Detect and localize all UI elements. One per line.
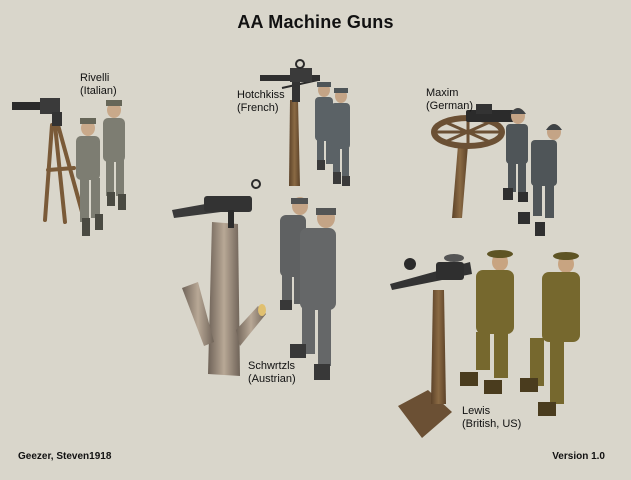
label-lewis-origin: (British, US) <box>462 418 522 430</box>
label-maxim-origin: (German) <box>426 100 474 112</box>
label-hotchkiss: Hotchkiss (French) <box>237 89 285 115</box>
british-soldier-1 <box>460 250 514 394</box>
label-lewis: Lewis (British, US) <box>462 405 521 431</box>
version-text: Version 1.0 <box>552 451 605 462</box>
label-lewis-name: Lewis <box>462 405 491 417</box>
label-hotchkiss-name: Hotchkiss <box>237 89 285 101</box>
rivelli-tripod <box>43 123 84 224</box>
german-soldier-1 <box>503 108 528 202</box>
italian-soldier-2 <box>103 100 126 210</box>
british-soldier-2 <box>520 252 580 416</box>
german-soldier-2 <box>518 124 562 236</box>
schwarzlose-gun <box>172 179 261 228</box>
lewis-post-stand <box>398 290 452 438</box>
label-rivelli-name: Rivelli <box>80 72 110 84</box>
french-soldier-1 <box>315 82 333 170</box>
hotchkiss-group <box>260 59 350 186</box>
lewis-gun <box>390 254 472 290</box>
austrian-soldier-1 <box>280 197 308 310</box>
label-rivelli-origin: (Italian) <box>80 85 117 97</box>
rivelli-gun <box>12 98 62 126</box>
label-schwrtzls: Schwrtzls (Austrian) <box>248 360 296 386</box>
maxim-group <box>431 104 562 236</box>
label-schwrtzls-name: Schwrtzls <box>248 360 296 372</box>
schwarzlose-group <box>172 179 336 380</box>
italian-soldier-1 <box>76 118 103 236</box>
credits-text: Geezer, Steven1918 <box>18 451 112 462</box>
label-schwrtzls-origin: (Austrian) <box>248 373 296 385</box>
page-title: AA Machine Guns <box>237 12 394 32</box>
rivelli-group <box>12 98 126 236</box>
maxim-gun <box>466 104 514 122</box>
label-maxim-name: Maxim <box>426 87 459 99</box>
austrian-soldier-2 <box>290 208 336 380</box>
label-rivelli: Rivelli (Italian) <box>80 72 117 98</box>
hotchkiss-gun <box>260 59 320 102</box>
french-soldier-2 <box>331 88 350 186</box>
lewis-group <box>390 250 580 438</box>
maxim-wheel-mount <box>431 115 505 218</box>
tree-stump <box>182 222 266 376</box>
label-maxim: Maxim (German) <box>426 87 473 113</box>
label-hotchkiss-origin: (French) <box>237 102 279 114</box>
